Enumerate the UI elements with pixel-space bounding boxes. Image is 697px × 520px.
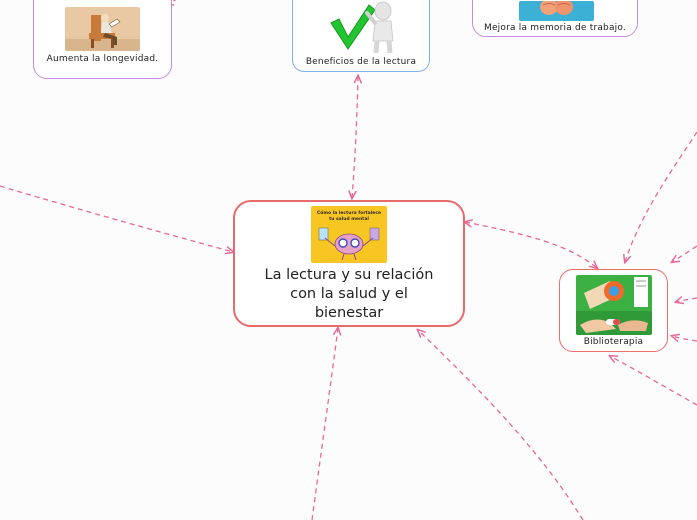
connector-right3-biblio bbox=[672, 336, 697, 341]
brain-illustration bbox=[519, 1, 594, 21]
connector-central-biblio bbox=[465, 222, 597, 268]
connector-bottom-right-central bbox=[418, 330, 583, 520]
connector-left-central bbox=[0, 186, 233, 252]
reader-illustration bbox=[65, 7, 140, 51]
node-longevity[interactable]: Aumenta la longevidad. bbox=[33, 0, 172, 79]
node-benefits-label: Beneficios de la lectura bbox=[293, 57, 429, 67]
node-central-title: La lectura y su relación con la salud y … bbox=[265, 266, 434, 323]
central-title-line-3: bienestar bbox=[265, 304, 434, 323]
node-biblio[interactable]: Biblioterapia bbox=[559, 269, 668, 352]
poster-illustration: Cómo la lectura fortalece tu salud menta… bbox=[311, 206, 387, 263]
connector-central-benefits bbox=[352, 76, 358, 198]
node-central[interactable]: Cómo la lectura fortalece tu salud menta… bbox=[233, 200, 465, 327]
connector-bottom-left-central bbox=[312, 328, 338, 520]
biblioterapia-illustration bbox=[576, 275, 652, 335]
brain-reader-icon bbox=[311, 206, 387, 263]
node-memory-label: Mejora la memoria de trabajo. bbox=[473, 23, 637, 33]
central-title-line-2: con la salud y el bbox=[265, 285, 434, 304]
node-benefits[interactable]: Beneficios de la lectura bbox=[292, 0, 430, 72]
node-longevity-label: Aumenta la longevidad. bbox=[34, 54, 171, 64]
checkmark-figure-icon bbox=[323, 1, 401, 53]
node-memory[interactable]: Mejora la memoria de trabajo. bbox=[472, 0, 638, 37]
central-title-line-1: La lectura y su relación bbox=[265, 266, 434, 285]
connector-right2-biblio bbox=[676, 298, 697, 302]
node-biblio-label: Biblioterapia bbox=[560, 337, 667, 347]
connector-right4-biblio bbox=[610, 356, 697, 405]
connector-right1-biblio bbox=[672, 246, 697, 262]
connector-topright-biblio bbox=[625, 132, 697, 262]
